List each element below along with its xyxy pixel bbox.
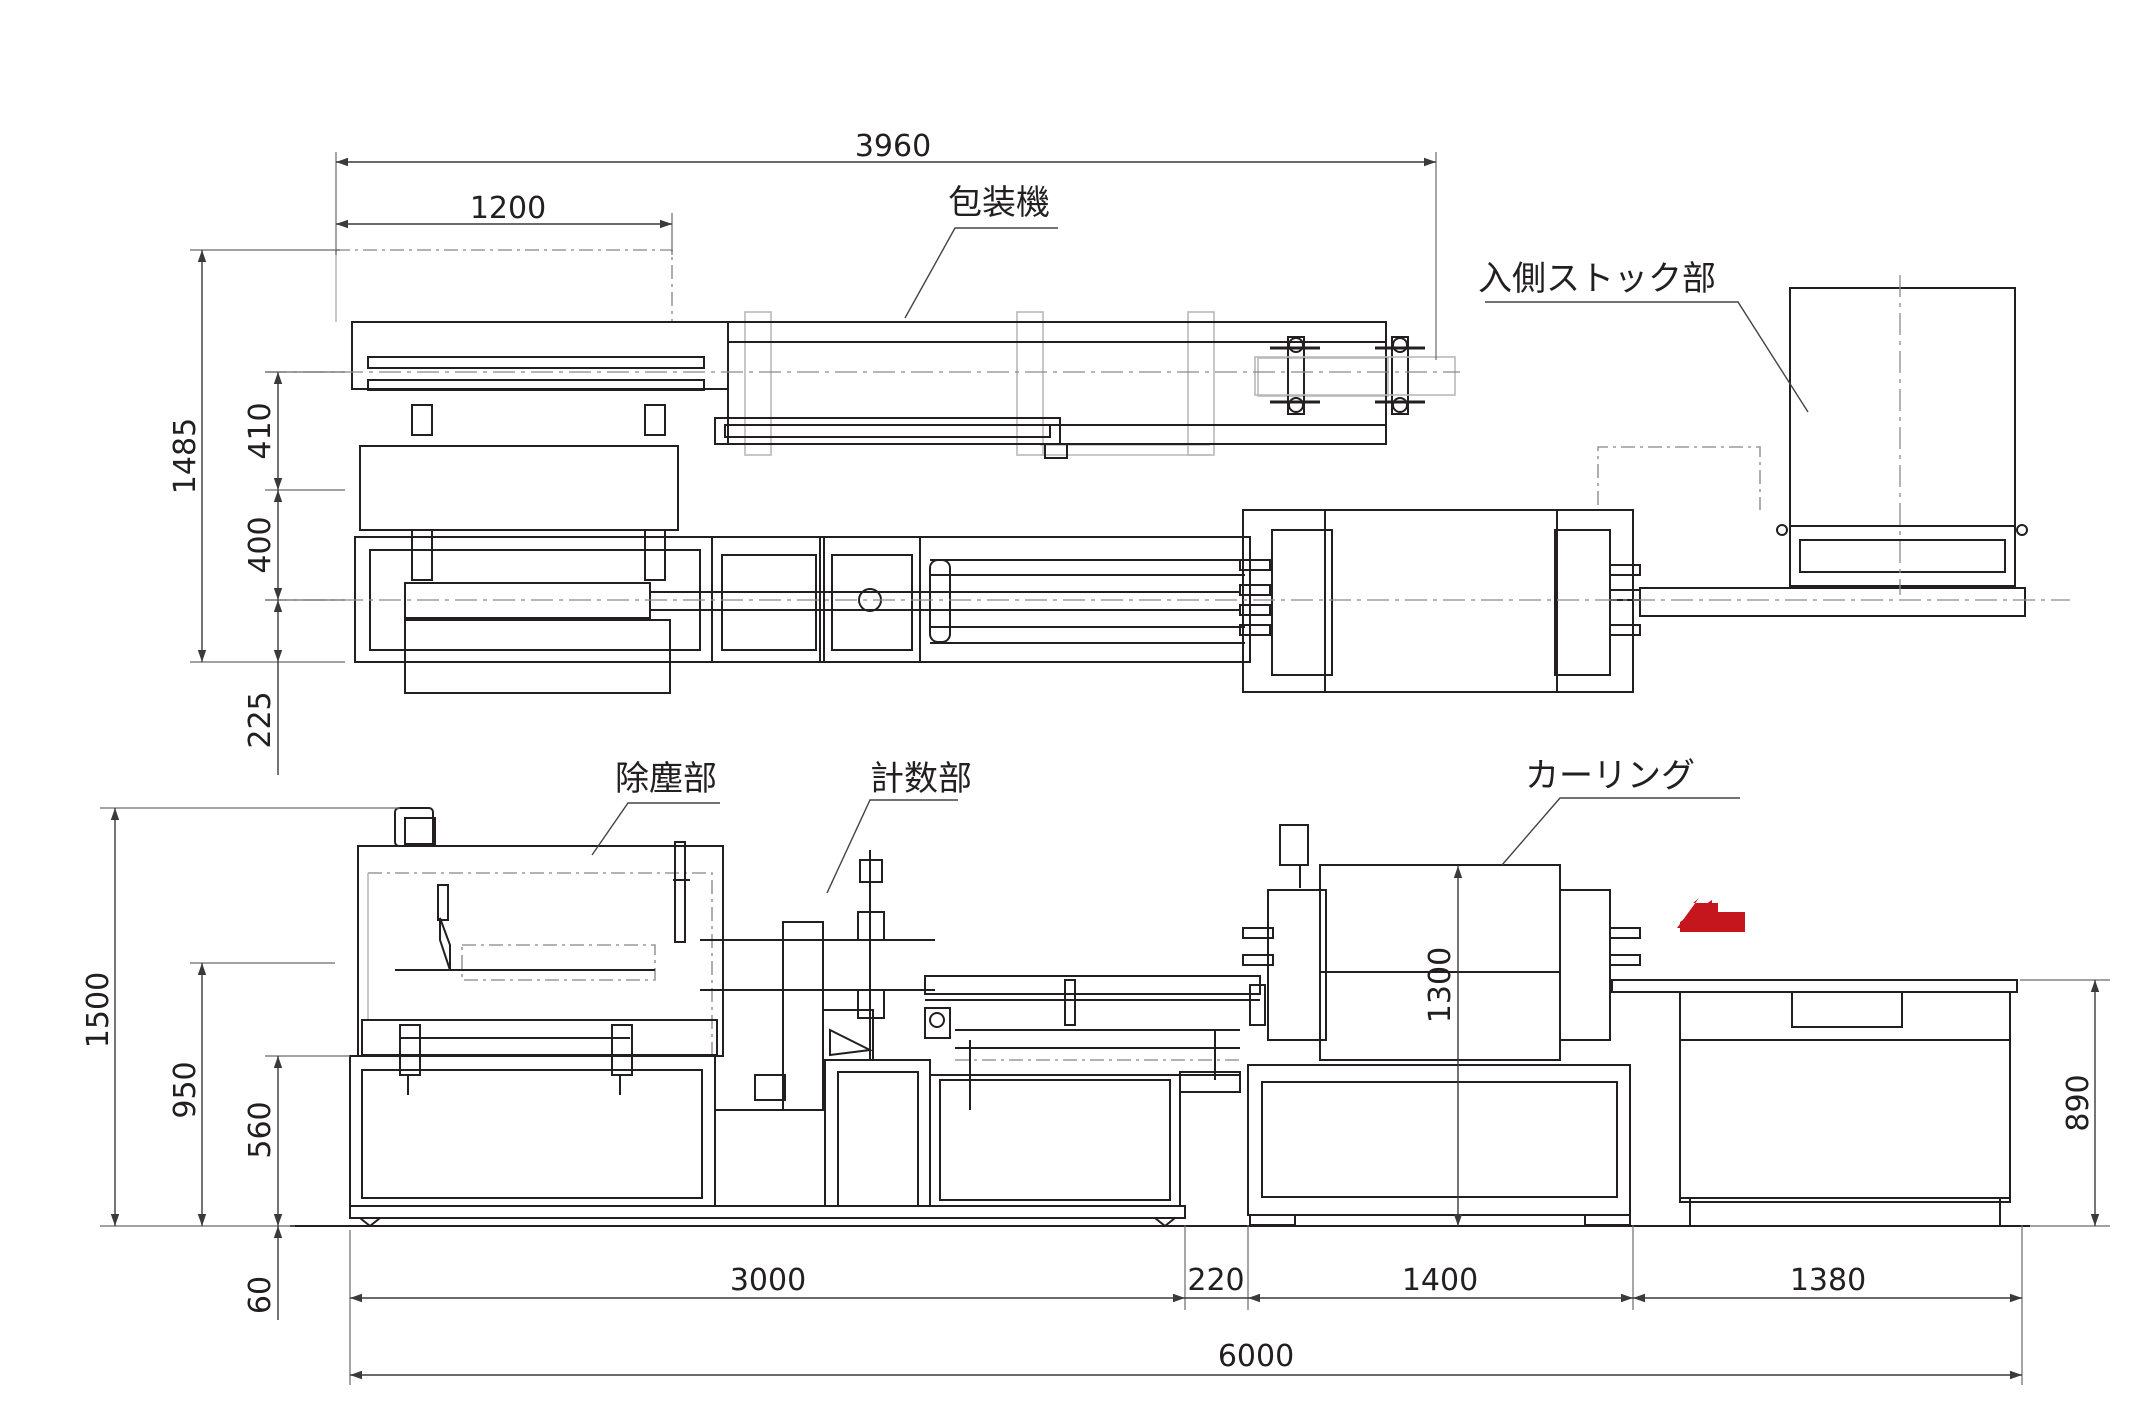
dim-1400: 1400 — [1402, 1263, 1478, 1298]
dim-6000: 6000 — [1218, 1339, 1294, 1374]
dim-1500: 1500 — [81, 972, 116, 1048]
label-leaders — [591, 227, 1809, 894]
elevation-view — [290, 807, 2030, 1228]
dim-3960: 3960 — [855, 129, 931, 164]
dim-3000: 3000 — [730, 1263, 806, 1298]
sprocket-assembly — [1254, 336, 1456, 415]
label-counting: 計数部 — [870, 759, 972, 799]
dim-1300: 1300 — [1423, 947, 1458, 1023]
dust-removal-section — [357, 807, 724, 1095]
plan-view — [265, 249, 2070, 694]
dim-950: 950 — [168, 1061, 203, 1118]
dim-60: 60 — [243, 1276, 278, 1314]
dust-unit-plan — [359, 445, 679, 531]
dim-1380: 1380 — [1790, 1263, 1866, 1298]
curling-unit-plan — [1242, 509, 1641, 693]
inlet-stock-section — [1611, 979, 2018, 1225]
dim-410: 410 — [243, 402, 278, 459]
label-inlet-stock: 入側ストック部 — [1478, 259, 1716, 299]
counting-section — [700, 850, 935, 1111]
dim-890: 890 — [2061, 1074, 2096, 1131]
packaging-machine-plan — [351, 321, 1456, 459]
dim-1200: 1200 — [470, 191, 546, 226]
curling-section — [1242, 824, 1641, 1226]
conveyor-section — [924, 975, 1266, 1110]
main-base-frame — [349, 1055, 1241, 1228]
dimension-lines — [100, 152, 2110, 1385]
dim-225: 225 — [243, 691, 278, 748]
label-packaging-machine: 包装機 — [948, 183, 1050, 223]
lower-conveyor-plan — [354, 529, 1271, 663]
label-curling: カーリング — [1525, 756, 1695, 796]
inlet-stock-plan — [1597, 287, 2028, 617]
dim-1485: 1485 — [168, 418, 203, 494]
lower-block-plan — [404, 619, 671, 694]
dim-400: 400 — [243, 516, 278, 573]
dim-560: 560 — [243, 1101, 278, 1158]
label-dust-removal: 除塵部 — [615, 759, 717, 799]
dim-220: 220 — [1187, 1263, 1244, 1298]
